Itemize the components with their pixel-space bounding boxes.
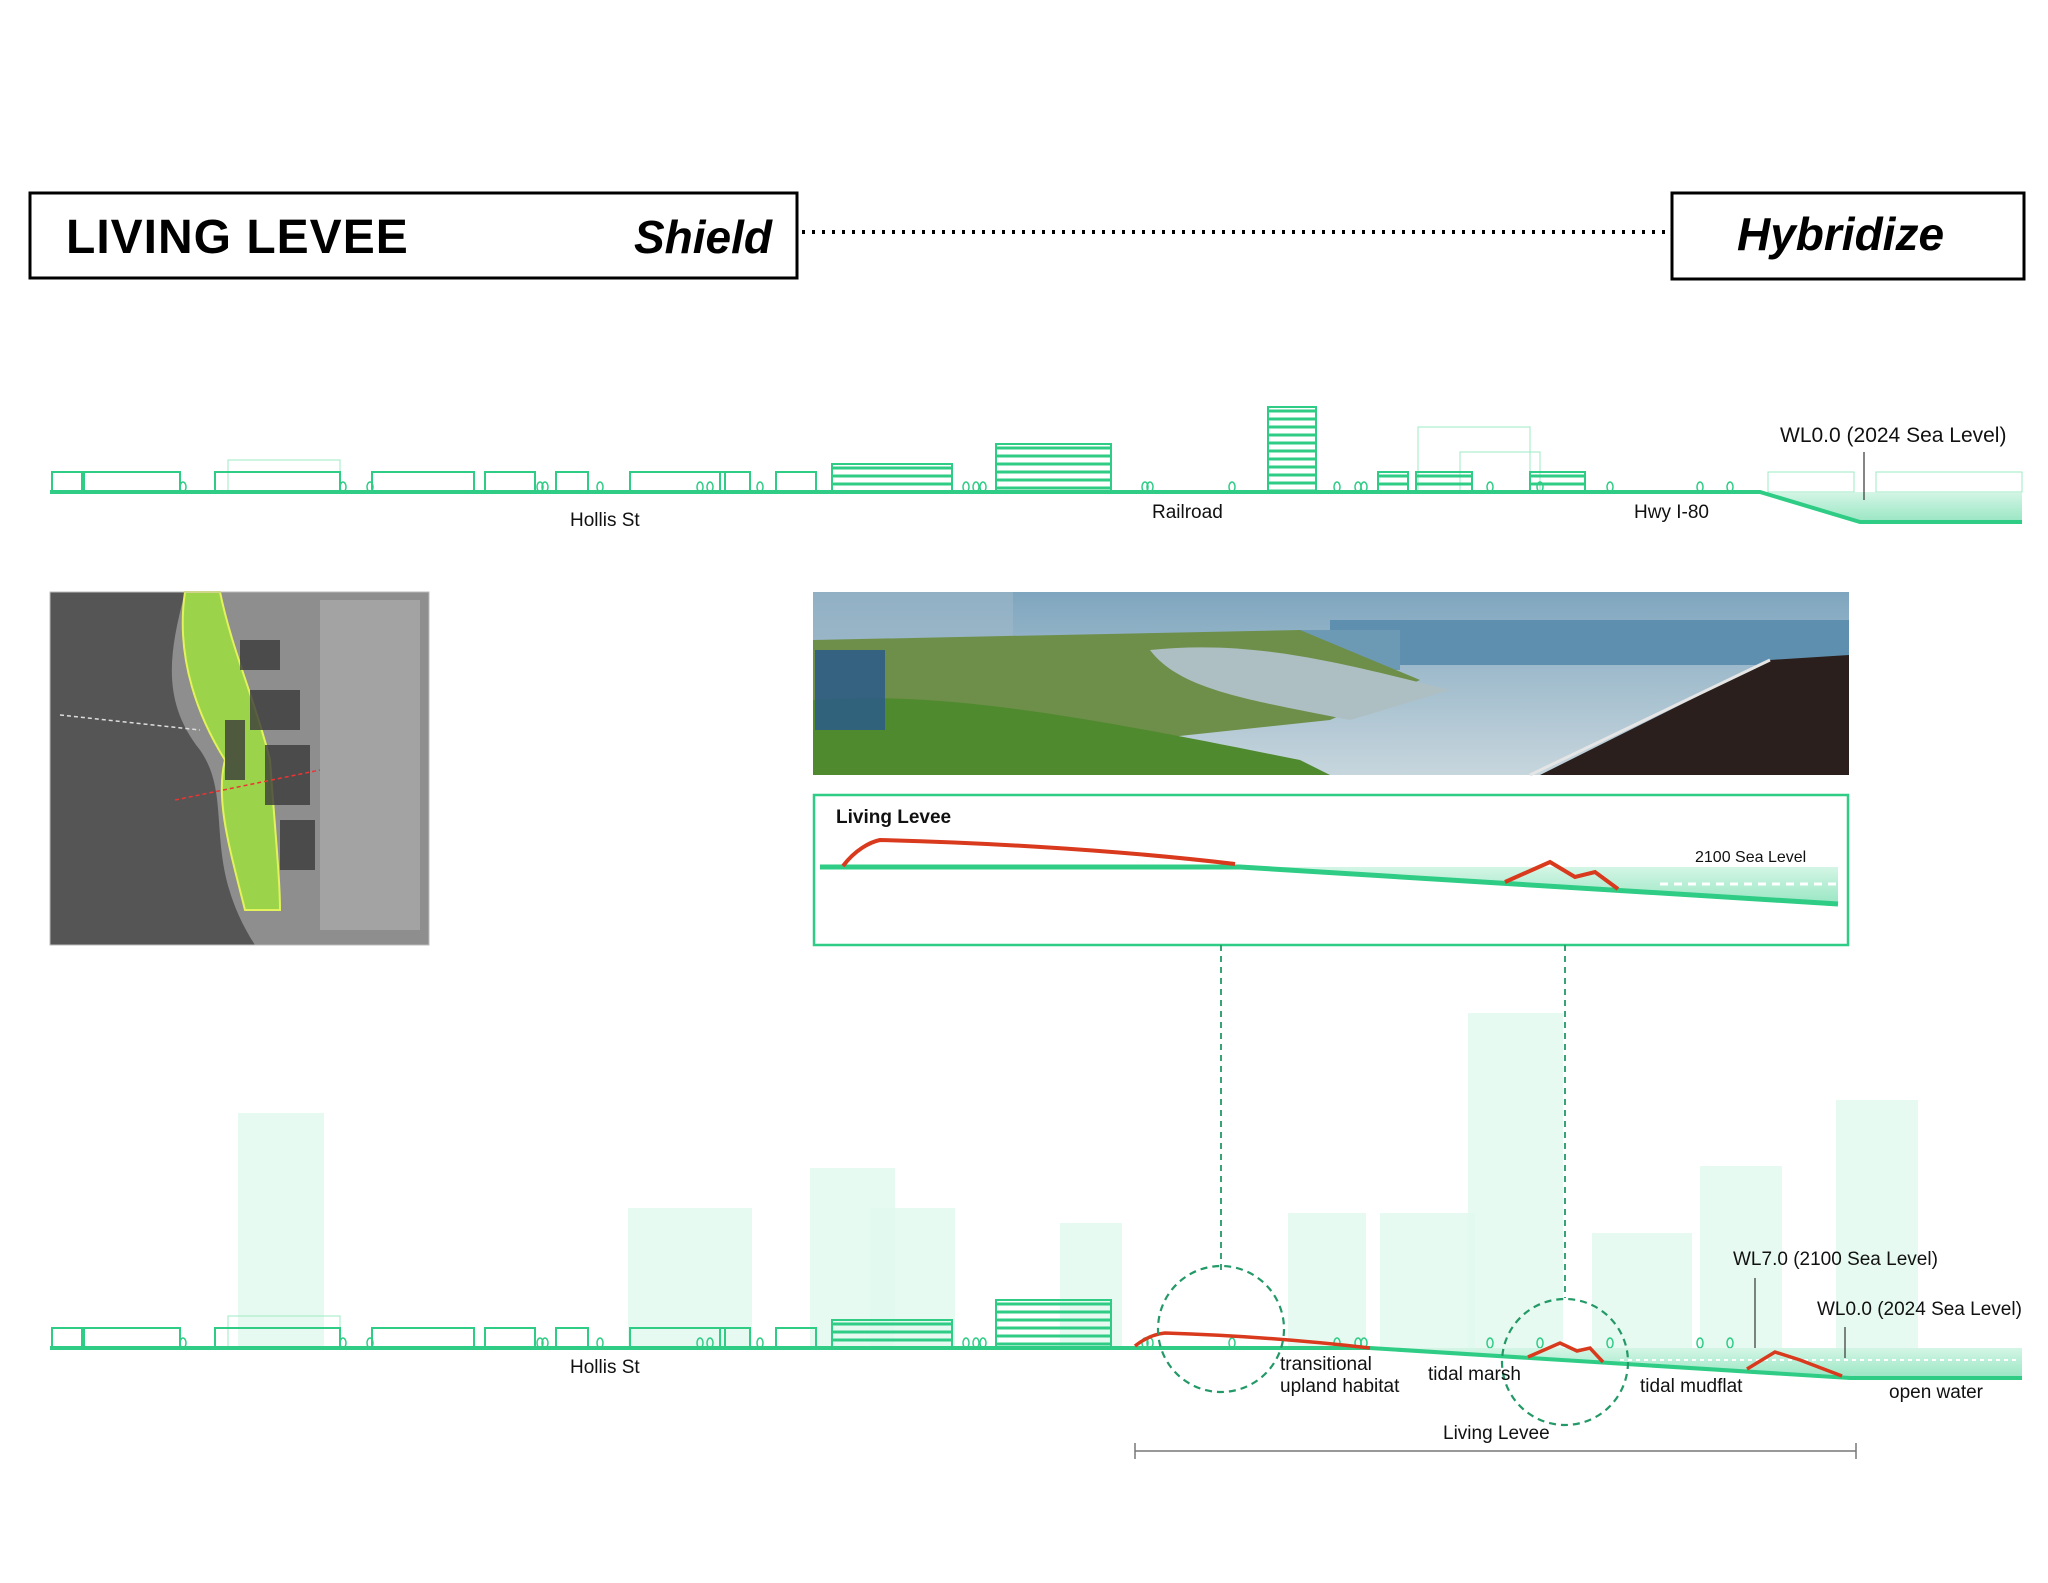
proposed-section: Hollis St transitional upland habitat ti… (50, 945, 2022, 1459)
background-building (1468, 1013, 1563, 1348)
shield-label: Shield (634, 211, 773, 263)
background-building (1592, 1233, 1692, 1348)
building (214, 471, 341, 493)
label-wl7: WL7.0 (2100 Sea Level) (1733, 1249, 1938, 1270)
levee-rendering-photo (813, 592, 1849, 777)
building (83, 471, 181, 493)
living-levee-dimension-line (1134, 1443, 1857, 1459)
site-map (49, 591, 430, 946)
label-water-level: WL0.0 (2024 Sea Level) (1780, 424, 2006, 447)
background-building (628, 1208, 752, 1348)
hybridize-box: Hybridize (1670, 191, 2026, 281)
label-upland-habitat: upland habitat (1280, 1376, 1400, 1397)
building-outline (1767, 471, 1855, 493)
label-open-water: open water (1889, 1382, 1984, 1403)
background-building (1380, 1213, 1475, 1348)
mudflat-levee (1746, 1350, 1843, 1378)
building (51, 1327, 83, 1349)
marsh-callout-circle (1500, 1297, 1630, 1427)
upland-callout-circle (1156, 1264, 1286, 1394)
label-wl0: WL0.0 (2024 Sea Level) (1817, 1299, 2022, 1320)
label-tidal-mudflat: tidal mudflat (1640, 1376, 1743, 1397)
upland-levee-mound (841, 837, 1236, 868)
page-title: LIVING LEVEE (66, 211, 409, 264)
building (995, 443, 1112, 493)
detail-title: Living Levee (836, 807, 951, 828)
marsh-levee (1527, 1341, 1605, 1364)
label-hollis-st-proposed: Hollis St (570, 1357, 640, 1378)
building (555, 471, 589, 493)
background-building (1700, 1166, 1782, 1348)
background-building (1288, 1213, 1366, 1348)
building (555, 1327, 589, 1349)
building-outline (1417, 426, 1531, 493)
title-box: LIVING LEVEE Shield (28, 191, 799, 280)
label-transitional: transitional (1280, 1354, 1372, 1375)
proposed-section-background-buildings (238, 1013, 1918, 1348)
building (484, 471, 536, 493)
building (371, 471, 475, 493)
building (484, 1327, 536, 1349)
detail-sea-level-label: 2100 Sea Level (1695, 849, 1806, 866)
label-hwy: Hwy I-80 (1634, 502, 1709, 523)
upland-levee (1133, 1331, 1371, 1350)
building (775, 471, 817, 493)
background-building (1836, 1100, 1918, 1348)
hybridize-label: Hybridize (1737, 208, 1944, 260)
existing-section-buildings (51, 406, 2023, 493)
marsh-levee-mound (1504, 859, 1620, 891)
existing-water (1760, 492, 2022, 522)
building (51, 471, 83, 493)
living-levee-detail: Living Levee 2100 Sea Level (812, 793, 1850, 947)
building (83, 1327, 181, 1349)
existing-ground-line (50, 490, 2022, 524)
building (371, 1327, 475, 1349)
proposed-ground-line (50, 1346, 2022, 1380)
existing-section: Hollis St Railroad Hwy I-80 WL0.0 (2024 … (50, 424, 2022, 531)
label-hollis-st: Hollis St (570, 510, 640, 531)
detail-ground-line (820, 864, 1839, 907)
building-outline (227, 459, 341, 493)
building-outline (1875, 471, 2023, 493)
label-railroad: Railroad (1152, 502, 1223, 523)
label-tidal-marsh: tidal marsh (1428, 1364, 1521, 1385)
background-building (238, 1113, 324, 1348)
label-living-levee-extent: Living Levee (1443, 1423, 1550, 1444)
background-building (870, 1208, 955, 1348)
